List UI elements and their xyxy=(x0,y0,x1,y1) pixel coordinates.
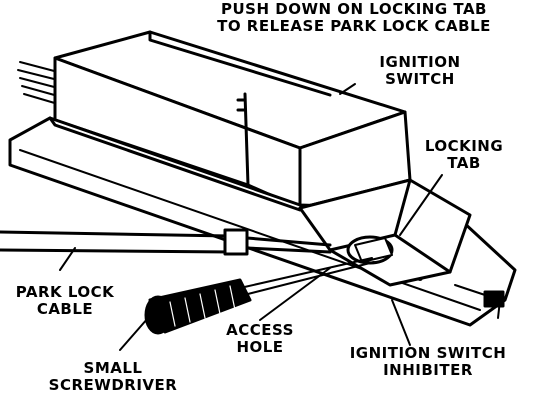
ignition-switch-body xyxy=(53,30,412,210)
wire-bundle xyxy=(17,61,59,105)
park-lock-cable-label: PARK LOCK CABLE xyxy=(0,284,130,318)
small-screwdriver-label-line2: SCREWDRIVER xyxy=(48,376,178,394)
inhibiter-label-line2: INHIBITER xyxy=(383,361,473,379)
inhibiter-label: IGNITION SWITCH INHIBITER xyxy=(330,345,526,379)
locking-tab-label: LOCKING TAB xyxy=(405,138,523,172)
leader-park-lock-cable xyxy=(59,247,76,271)
park-lock-cable-label-line1: PARK LOCK xyxy=(15,283,115,301)
access-hole-label-line1: ACCESS xyxy=(226,321,294,339)
leader-screwdriver xyxy=(119,317,149,351)
inhibiter-label-line1: IGNITION SWITCH xyxy=(349,344,507,362)
park-lock-cable xyxy=(0,228,332,256)
locking-tab xyxy=(346,235,394,265)
locking-tab-label-line2: TAB xyxy=(447,154,481,172)
access-hole-label-line2: HOLE xyxy=(236,338,284,356)
leader-locking-tab xyxy=(399,174,443,236)
access-hole-label: ACCESS HOLE xyxy=(212,322,308,356)
figure-title: PUSH DOWN ON LOCKING TAB TO RELEASE PARK… xyxy=(182,1,526,35)
leader-access-hole xyxy=(259,267,331,321)
figure-title-line2: TO RELEASE PARK LOCK CABLE xyxy=(217,17,491,35)
ignition-switch-label-line1: IGNITION xyxy=(379,53,461,71)
ignition-switch-label: IGNITION SWITCH xyxy=(350,54,490,88)
screwdriver xyxy=(144,257,375,335)
leader-ignition-switch xyxy=(339,83,356,95)
leader-lines xyxy=(59,83,443,351)
park-lock-cable-label-line2: CABLE xyxy=(36,300,94,318)
locking-tab-label-line1: LOCKING xyxy=(424,137,504,155)
leader-inhibiter xyxy=(391,299,411,346)
small-screwdriver-label-line1: SMALL xyxy=(83,359,143,377)
small-screwdriver-label: SMALL SCREWDRIVER xyxy=(38,360,188,394)
ignition-switch-label-line2: SWITCH xyxy=(385,70,455,88)
figure-title-line1: PUSH DOWN ON LOCKING TAB xyxy=(221,0,487,18)
